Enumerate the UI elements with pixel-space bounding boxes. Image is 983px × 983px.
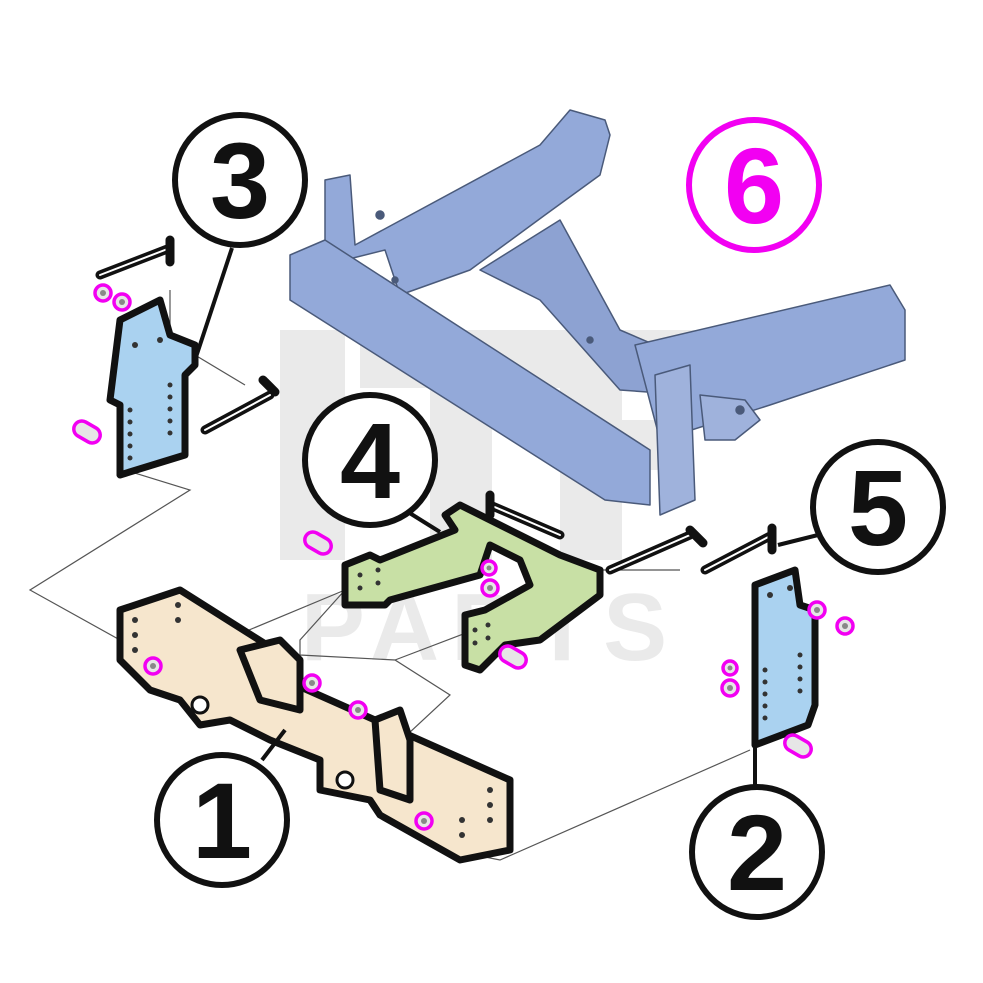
- callout-3: 3: [172, 112, 308, 248]
- bolt-icon: [720, 678, 740, 698]
- bolt-icon: [303, 530, 333, 556]
- bolt-icon: [835, 616, 855, 636]
- pin-left-top: [95, 235, 175, 280]
- pin-center: [485, 490, 565, 540]
- callout-1-label: 1: [192, 760, 252, 881]
- highlighted-hardware: [72, 283, 855, 831]
- bolt-icon: [783, 733, 813, 759]
- vehicle-frame: [289, 109, 906, 516]
- left-side-bracket: [106, 296, 199, 479]
- bolt-icon: [93, 283, 113, 303]
- bolt-icon: [72, 419, 102, 445]
- callout-4-label: 4: [340, 400, 400, 521]
- pin-left-mid: [200, 375, 280, 435]
- bolt-icon: [302, 673, 322, 693]
- bolt-icon: [498, 644, 528, 670]
- bolt-icon: [143, 656, 163, 676]
- hardware-pins: [95, 235, 777, 575]
- bolt-icon: [480, 578, 500, 598]
- bolt-icon: [807, 600, 827, 620]
- callout-leaders: [193, 247, 819, 790]
- pin-right-a: [605, 525, 708, 575]
- callout-5: 5: [810, 439, 946, 575]
- bolt-icon: [721, 659, 739, 677]
- bolt-icon: [112, 292, 132, 312]
- right-side-bracket: [751, 566, 819, 749]
- callout-5-label: 5: [848, 447, 908, 568]
- pin-right-b: [700, 523, 777, 575]
- bolt-icon: [414, 811, 434, 831]
- callout-2: 2: [689, 784, 825, 920]
- callout-1: 1: [154, 752, 290, 888]
- callout-6-label: 6: [724, 125, 784, 246]
- bolt-icon: [348, 700, 368, 720]
- crossmember: [116, 586, 514, 864]
- callout-2-label: 2: [727, 792, 787, 913]
- center-bracket: [341, 501, 604, 674]
- callout-4: 4: [302, 392, 438, 528]
- callout-3-label: 3: [210, 120, 270, 241]
- bolt-icon: [480, 559, 498, 577]
- callout-6: 6: [686, 117, 822, 253]
